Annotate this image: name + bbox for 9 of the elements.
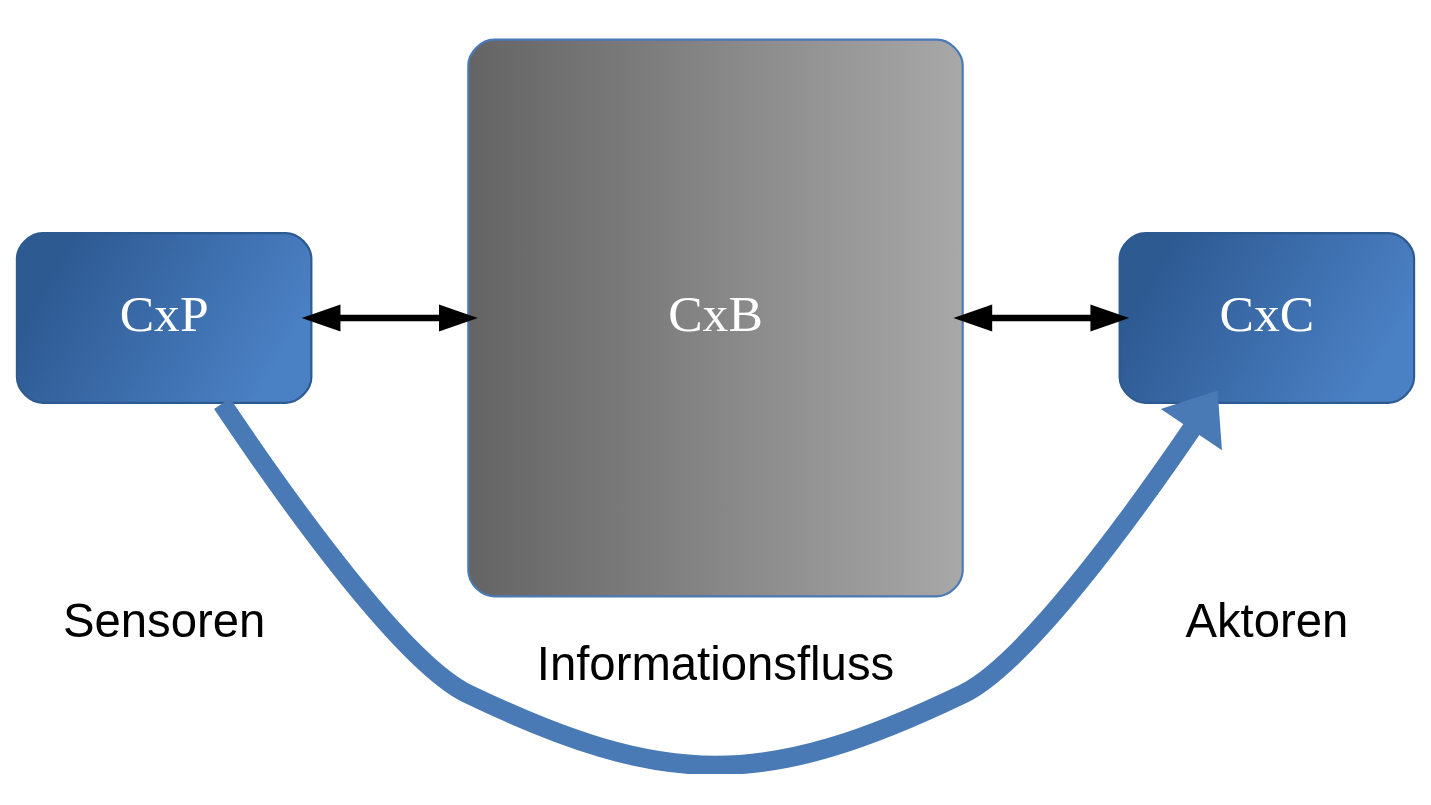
- node-box: CxP: [15, 232, 313, 404]
- node-box: CxB: [467, 38, 964, 598]
- label: Aktoren: [1185, 594, 1349, 648]
- arrow: [214, 390, 1222, 774]
- arrow: [953, 304, 1130, 332]
- edge-label: Informationsfluss: [536, 637, 895, 691]
- label: Sensoren: [62, 594, 266, 648]
- arrow: [301, 304, 478, 332]
- node-box: CxC: [1118, 232, 1416, 404]
